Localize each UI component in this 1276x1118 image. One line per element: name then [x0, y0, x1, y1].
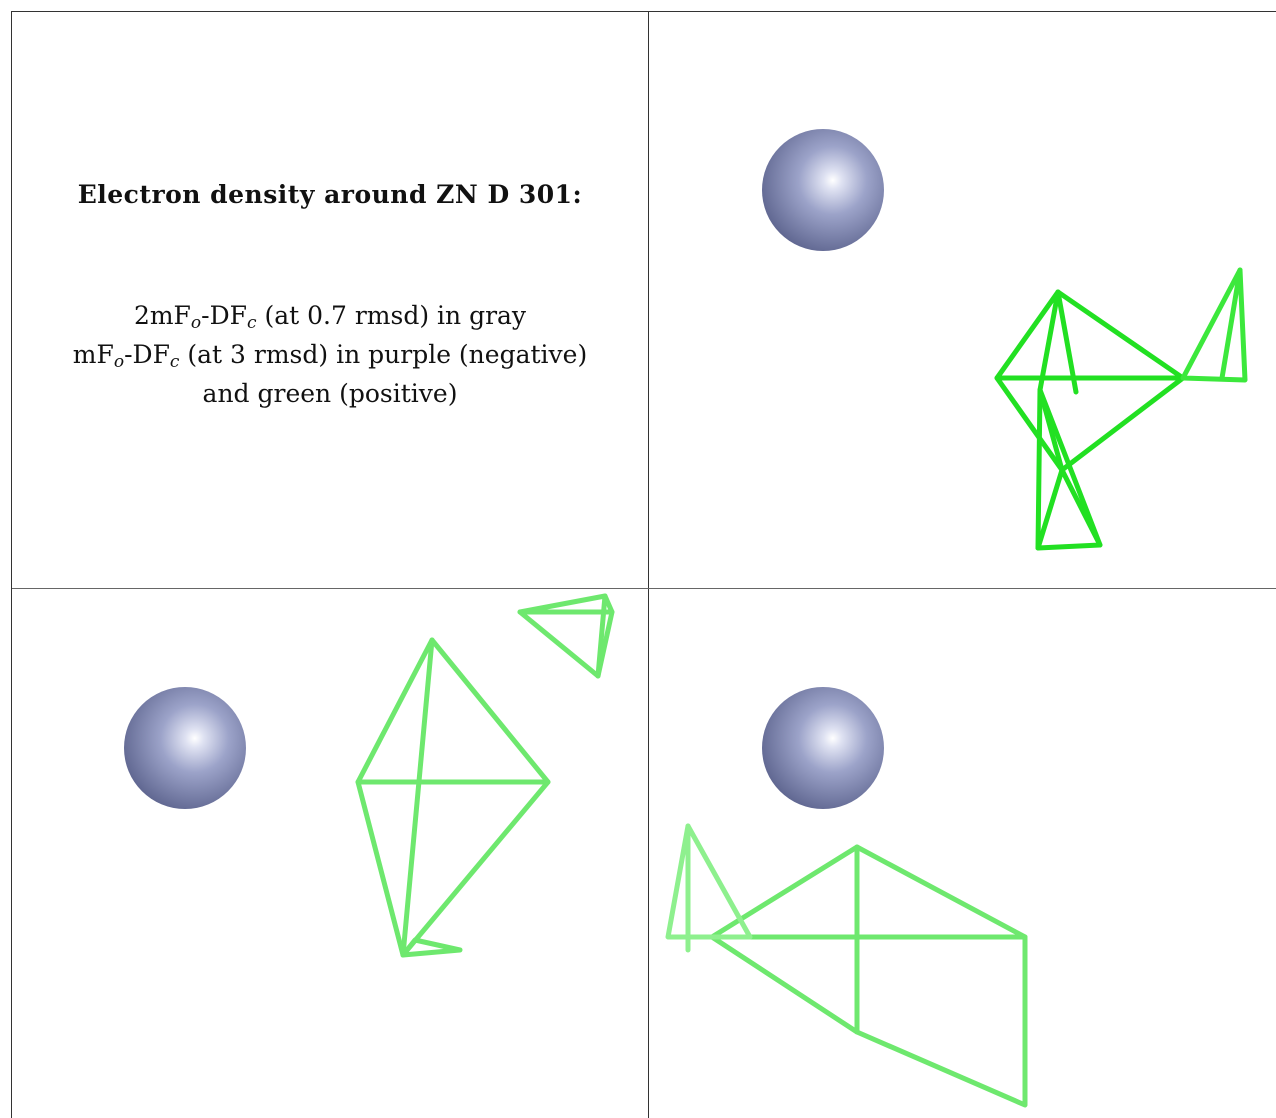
- top-border: [12, 11, 1276, 12]
- view-bottom-right: [665, 687, 1028, 1108]
- caption-text: -DF: [124, 340, 170, 369]
- caption-text: mF: [72, 340, 114, 369]
- caption-panel: Electron density around ZN D 301: 2mFo-D…: [12, 12, 648, 588]
- zinc-atom-icon: [124, 687, 246, 809]
- view-bottom-left: [124, 593, 615, 958]
- caption-line-green: and green (positive): [202, 379, 458, 408]
- left-border: [11, 11, 12, 1118]
- caption-line-mfo: mFo-DFc (at 3 rmsd) in purple (negative): [12, 335, 648, 374]
- vertical-divider: [648, 11, 649, 1118]
- caption-text: -DF: [201, 301, 247, 330]
- caption-line-2mfo: 2mFo-DFc (at 0.7 rmsd) in gray: [12, 296, 648, 335]
- view-top-right: [762, 129, 1248, 551]
- caption-subscript: o: [190, 313, 202, 333]
- density-mesh-icon: [665, 823, 1028, 1108]
- caption-legend: 2mFo-DFc (at 0.7 rmsd) in gray mFo-DFc (…: [12, 296, 648, 413]
- caption-text: (at 0.7 rmsd) in gray: [256, 301, 527, 330]
- caption-title: Electron density around ZN D 301:: [77, 180, 583, 209]
- horizontal-divider: [12, 588, 1276, 589]
- caption-subscript: o: [113, 352, 125, 372]
- zinc-atom-icon: [762, 687, 884, 809]
- zinc-atom-icon: [762, 129, 884, 251]
- caption-text: 2mF: [133, 301, 191, 330]
- density-mesh-icon: [994, 267, 1248, 551]
- caption-subscript: c: [169, 352, 180, 372]
- density-mesh-icon: [355, 593, 615, 958]
- caption-subscript: c: [247, 313, 257, 333]
- caption-text: (at 3 rmsd) in purple (negative): [179, 340, 588, 369]
